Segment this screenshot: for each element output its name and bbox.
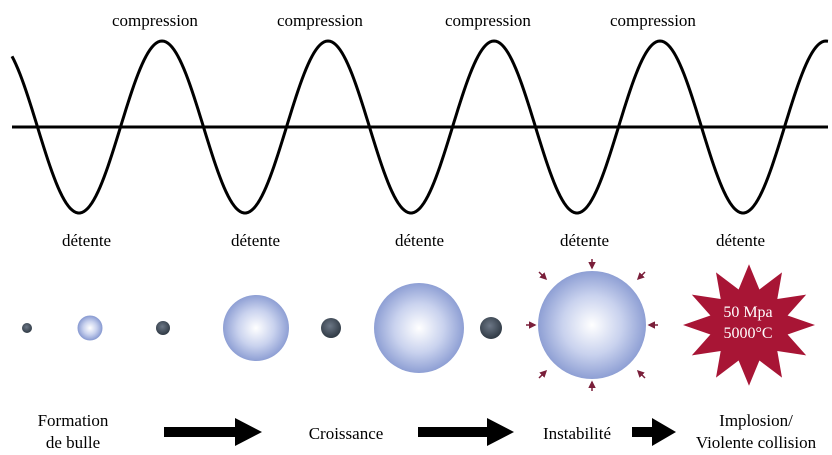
- detente-label: détente: [62, 231, 112, 250]
- stage-croissance-label: Croissance: [308, 424, 384, 443]
- stage-formation-label: Formation de bulle: [18, 410, 128, 454]
- detente-label: détente: [231, 231, 281, 250]
- bubble-large-compressed: [480, 317, 502, 339]
- bubble-unstable: [538, 271, 646, 379]
- bubble-small-expanded: [77, 315, 103, 341]
- stage-implosion-line1: Implosion/: [719, 411, 793, 430]
- compression-label: compression: [277, 11, 363, 30]
- bubble-medium-compressed: [321, 318, 341, 338]
- detente-label: détente: [395, 231, 445, 250]
- compression-label: compression: [445, 11, 531, 30]
- stage-implosion-line2: Violente collision: [695, 433, 817, 452]
- detente-label: détente: [716, 231, 766, 250]
- compression-label: compression: [112, 11, 198, 30]
- bubble-tiny: [22, 323, 32, 333]
- stage-implosion-label: Implosion/ Violente collision: [683, 410, 829, 454]
- detente-label: détente: [560, 231, 610, 250]
- burst-temperature-label: 5000°C: [723, 325, 773, 342]
- burst-pressure-label: 50 Mpa: [723, 304, 773, 321]
- progress-arrow-3: [632, 418, 676, 446]
- progress-arrow-2: [418, 418, 514, 446]
- stage-formation-line1: Formation: [37, 411, 109, 430]
- bubble-small-compressed: [156, 321, 170, 335]
- compression-label: compression: [610, 11, 696, 30]
- progress-arrow-1: [164, 418, 262, 446]
- pressure-arrows: [526, 259, 658, 391]
- implosion-burst: [683, 264, 815, 386]
- pressure-wave: [10, 39, 829, 215]
- bubble-medium-expanded: [223, 295, 289, 361]
- stage-formation-line2: de bulle: [45, 433, 101, 452]
- bubble-large-expanded: [374, 283, 464, 373]
- stage-instabilite-label: Instabilité: [543, 424, 611, 443]
